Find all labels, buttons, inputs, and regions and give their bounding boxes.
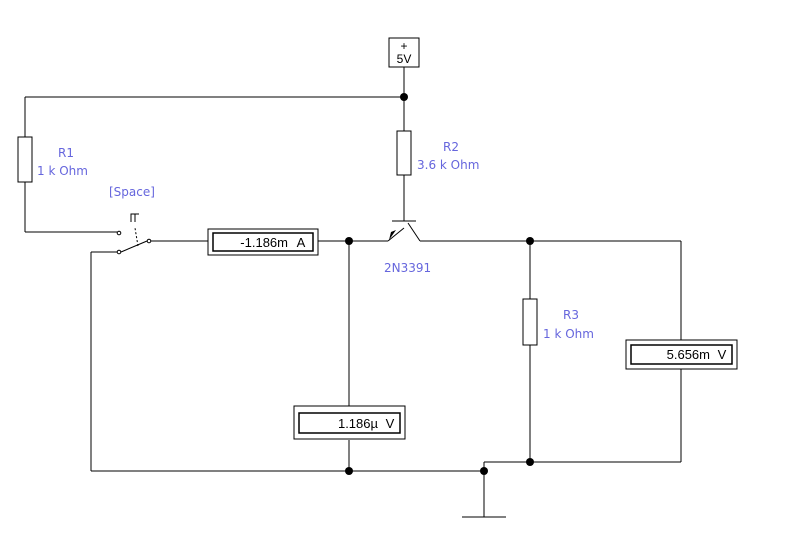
r3-value: 1 k Ohm xyxy=(543,327,594,341)
dc-supply[interactable]: + 5V xyxy=(388,37,420,68)
resistor-r3[interactable] xyxy=(522,298,538,346)
switch[interactable] xyxy=(116,213,152,255)
transistor-2n3391[interactable] xyxy=(387,218,421,242)
junction-bottom-right xyxy=(526,458,534,466)
ammeter[interactable]: -1.186m A xyxy=(207,228,319,256)
junction-supply xyxy=(400,93,408,101)
junction-base xyxy=(345,237,353,245)
voltmeter-output[interactable]: 5.656m V xyxy=(625,339,738,370)
junctions xyxy=(345,93,534,475)
transistor-arrow-icon xyxy=(389,230,396,240)
r2-name: R2 xyxy=(443,140,459,154)
junction-ground xyxy=(480,467,488,475)
switch-key-label: [Space] xyxy=(109,185,155,199)
voltmeter-base-value: 1.186µ xyxy=(338,416,379,431)
voltmeter-output-unit: V xyxy=(718,347,727,362)
voltmeter-base[interactable]: 1.186µ V xyxy=(293,405,406,440)
ammeter-unit: A xyxy=(297,235,306,250)
switch-key-icon xyxy=(130,213,139,222)
r1-value: 1 k Ohm xyxy=(37,164,88,178)
voltmeter-base-unit: V xyxy=(386,416,395,431)
voltmeter-output-value: 5.656m xyxy=(667,347,710,362)
supply-value: 5V xyxy=(397,52,412,66)
supply-sign: + xyxy=(400,39,407,53)
ammeter-value: -1.186m xyxy=(240,235,288,250)
resistor-r2[interactable] xyxy=(396,130,412,176)
r3-name: R3 xyxy=(563,308,579,322)
junction-emitter xyxy=(526,237,534,245)
r2-value: 3.6 k Ohm xyxy=(417,158,479,172)
resistor-r1[interactable] xyxy=(17,136,33,183)
r1-name: R1 xyxy=(58,146,74,160)
wires xyxy=(24,67,682,517)
junction-bottom-left xyxy=(345,467,353,475)
transistor-name: 2N3391 xyxy=(384,261,431,275)
